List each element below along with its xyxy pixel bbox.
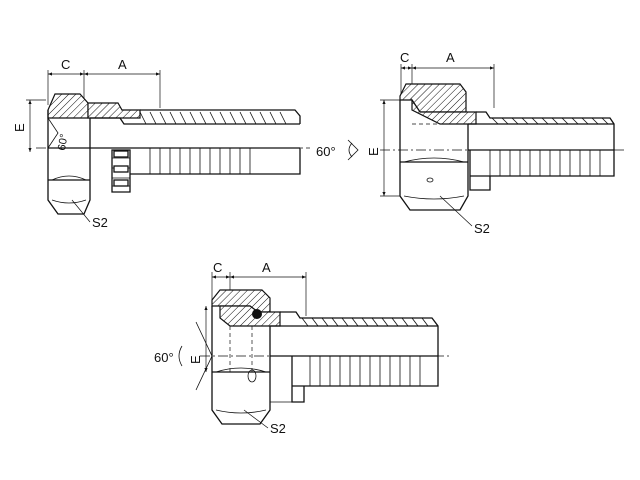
fitting-2-hex-label: S2 (474, 221, 490, 236)
fitting-1-dim-e-label: E (12, 123, 27, 132)
fitting-2-dim-e-label: E (366, 147, 381, 156)
fitting-2: C A E 60° S2 (316, 50, 625, 236)
fitting-1-angle-label: 60° (56, 133, 71, 151)
fitting-2-dim-c-label: C (400, 50, 409, 65)
fitting-3-angle-label: 60° (154, 350, 174, 365)
fitting-1: C A E 60° S2 (12, 57, 310, 230)
fitting-3-hex-label: S2 (270, 421, 286, 436)
fitting-2-angle-label: 60° (316, 144, 336, 159)
fitting-2-dim-a-label: A (446, 50, 455, 65)
fitting-3: C A E 60° S2 (154, 260, 450, 436)
fitting-1-dim-c-label: C (61, 57, 70, 72)
fitting-1-dim-a-label: A (118, 57, 127, 72)
fitting-1-hex-label: S2 (92, 215, 108, 230)
fitting-3-dim-c-label: C (213, 260, 222, 275)
fitting-3-dim-a-label: A (262, 260, 271, 275)
fitting-3-dim-e-label: E (188, 355, 203, 364)
